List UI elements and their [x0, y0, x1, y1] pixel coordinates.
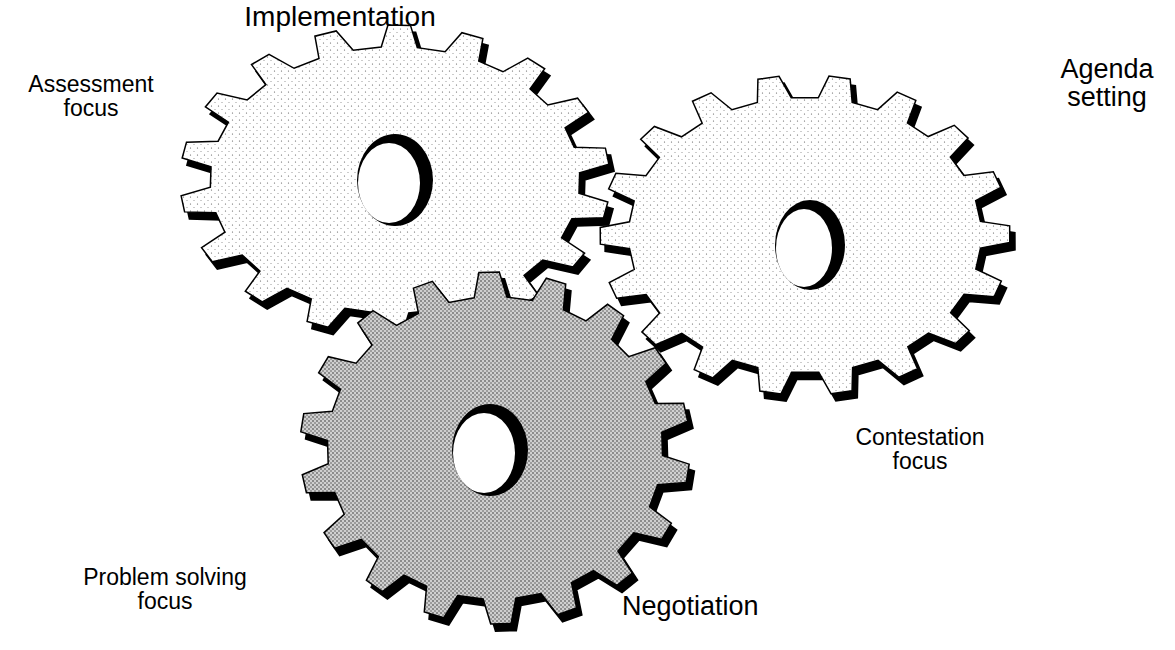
focus-label: Assessment focus [6, 72, 176, 120]
label-wrap: Assessment focus [6, 72, 176, 120]
label-wrap: Contestation focus [830, 425, 1010, 473]
label-wrap: Agenda setting [1045, 55, 1169, 112]
gear-face [301, 272, 689, 624]
focus-label: Problem solving focus [60, 565, 270, 613]
gear-hole [452, 404, 528, 496]
gear-hole [775, 200, 845, 290]
gear-title: Negotiation [622, 592, 759, 620]
label-wrap: Implementation [190, 2, 490, 31]
gear-hole [357, 134, 433, 226]
focus-label: Contestation focus [830, 425, 1010, 473]
label-wrap: Negotiation [622, 592, 792, 620]
gear-title: Agenda setting [1045, 55, 1169, 112]
gear-title: Implementation [244, 2, 435, 31]
gear-node: Agenda settingContestation focus [600, 70, 1020, 400]
gear-hole-inner [776, 209, 832, 287]
gear-hole-inner [358, 143, 420, 223]
gear-face [600, 76, 1010, 394]
gear-node: NegotiationProblem solving focus [300, 268, 700, 636]
label-wrap: Problem solving focus [60, 565, 270, 613]
gear-hole-inner [453, 413, 515, 493]
